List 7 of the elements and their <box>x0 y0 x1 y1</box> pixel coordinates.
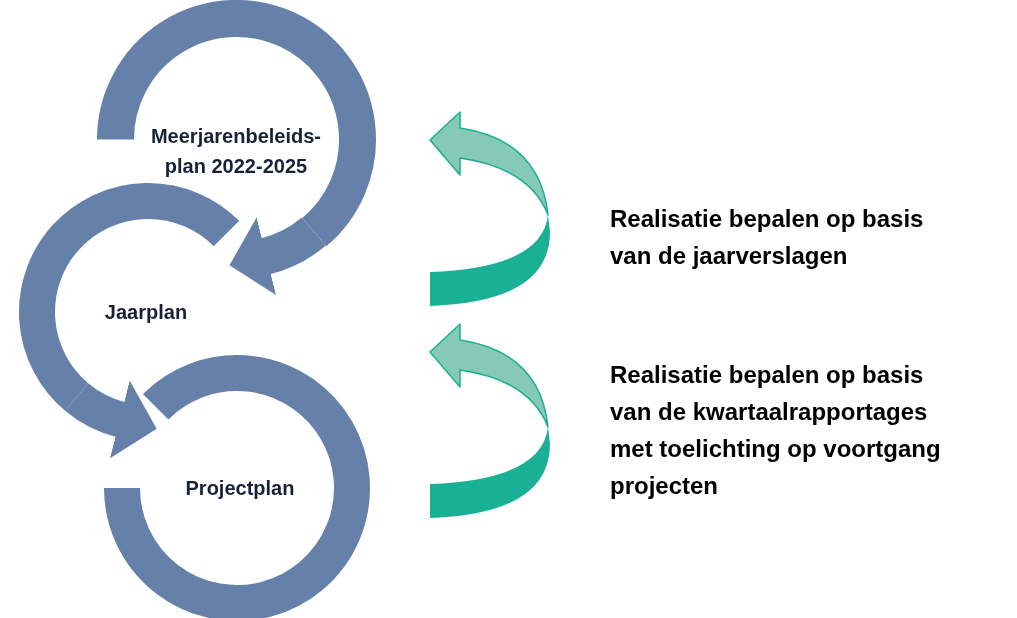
node-label: Projectplan <box>184 476 296 501</box>
description-text: Realisatie bepalen op basis van de kwartaalrapportages met toelichting op voortgang projecten <box>610 360 942 501</box>
node-label: Jaarplan <box>103 300 189 325</box>
node-label: Meerjarenbeleids- plan 2022-2025 <box>149 124 323 179</box>
description-text: Realisatie bepalen op basis van de jaarverslagen <box>610 204 925 271</box>
arrow <box>230 216 325 295</box>
arrow <box>65 381 157 458</box>
